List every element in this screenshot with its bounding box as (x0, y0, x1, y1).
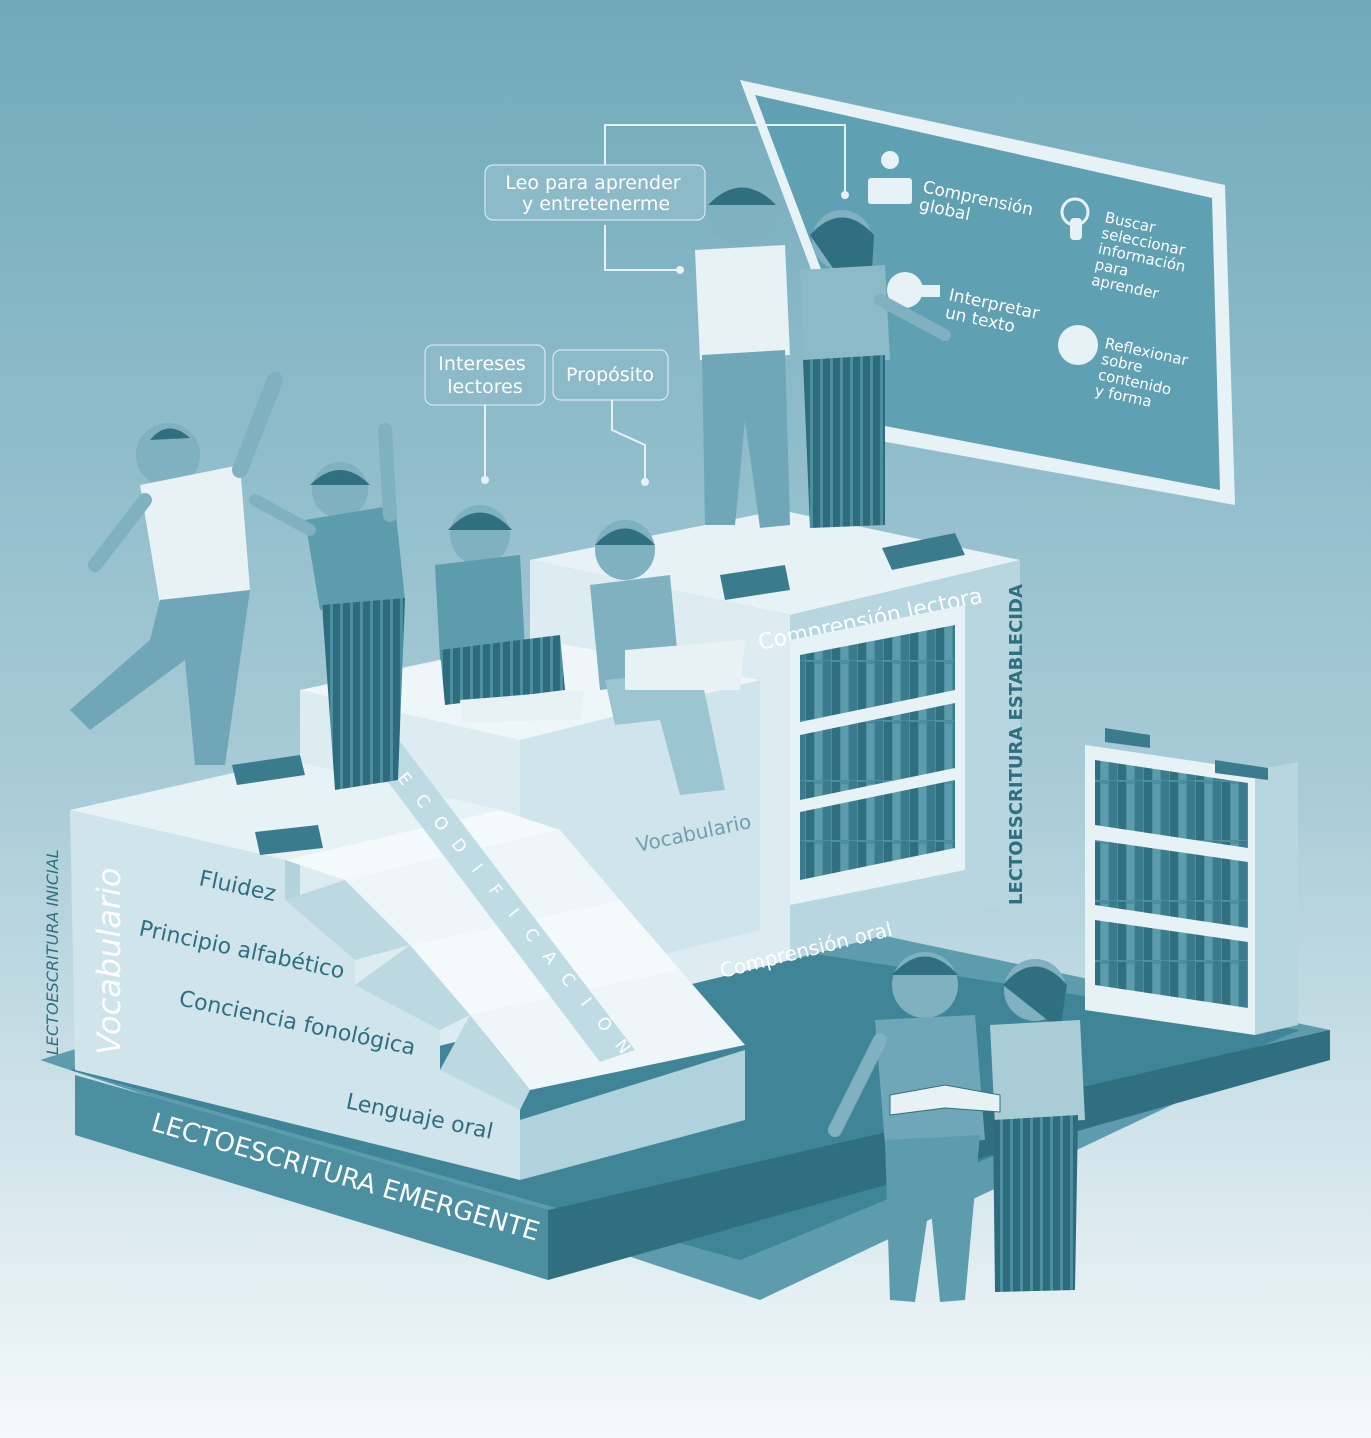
decodificacion-ribbon (360, 735, 635, 1062)
lectoescritura-inicial-label: LECTOESCRITURA INICIAL (43, 849, 62, 1055)
callout-intereses-text: Intereses lectores (438, 353, 531, 398)
board-icon-book (868, 151, 912, 204)
child-girl-front (990, 959, 1085, 1292)
child-boy-jumping (70, 372, 283, 765)
board-icon-head-reflect (1058, 325, 1098, 365)
callout-proposito-text: Propósito (566, 364, 654, 386)
book-shelf-top (1105, 728, 1268, 780)
child-girl-at-board (800, 210, 951, 528)
bookshelf-right (1085, 745, 1298, 1035)
lectoescritura-establecida-label: LECTOESCRITURA ESTABLECIDA (1006, 584, 1027, 905)
callout-leo-text: Leo para aprender y entretenerme (505, 172, 686, 215)
child-boy-at-board (695, 183, 790, 528)
book-step-1 (232, 755, 305, 785)
callout-proposito (552, 349, 669, 486)
book-top-left (720, 565, 790, 600)
bookshelf-upper (790, 605, 965, 905)
book-step-2 (255, 825, 323, 855)
child-girl-sitting (435, 505, 585, 722)
child-girl-jumping (249, 423, 405, 790)
open-book-front (889, 1084, 1001, 1116)
callout-leo (484, 124, 849, 274)
book-stack-top (882, 533, 965, 585)
vocabulario-vertical-label: Vocabulario (90, 867, 128, 1055)
board-icon-heads (887, 272, 940, 308)
board-icon-hand (1060, 197, 1090, 240)
child-boy-reading (590, 520, 745, 795)
callout-intereses (424, 344, 546, 484)
